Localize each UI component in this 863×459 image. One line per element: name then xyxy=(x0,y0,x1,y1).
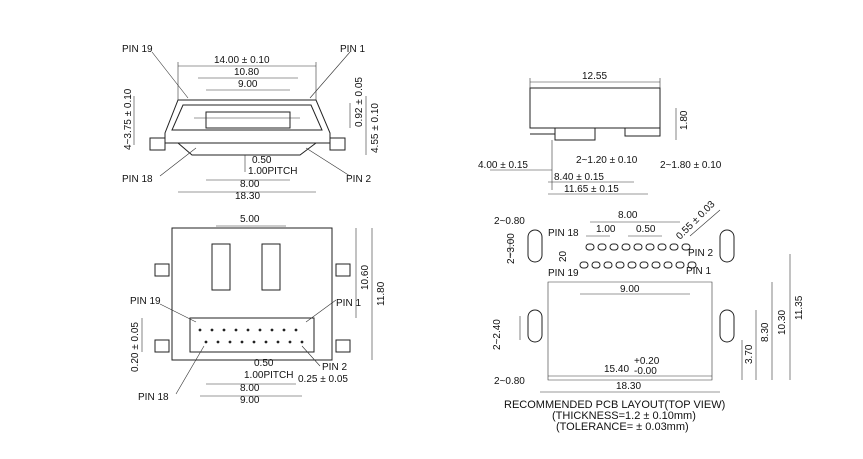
pcb-slot-bottom-left xyxy=(527,309,543,343)
bottom-slot-left xyxy=(211,243,231,291)
dim-800: 8.00 xyxy=(240,179,260,190)
dim-055: 0.55 ± 0.03 xyxy=(674,199,717,242)
bottom-view: 5.00 10.60 11.80 PIN 19 PIN 1 PIN 18 PIN… xyxy=(130,214,387,406)
pin18-label: PIN 18 xyxy=(548,228,579,239)
pcb-slot-bottom-right xyxy=(719,309,735,343)
pcb-caption-thickness: (THICKNESS=1.2 ± 0.10mm) xyxy=(552,410,696,422)
dim-height-left: 4~3.75 ± 0.10 xyxy=(123,88,134,150)
bottom-right-tab xyxy=(335,263,351,277)
dim-width: 14.00 ± 0.10 xyxy=(214,55,270,66)
dim-1830: 18.30 xyxy=(616,381,641,392)
front-right-tab xyxy=(329,137,346,151)
dim-400: 4.00 ± 0.15 xyxy=(478,160,528,171)
pcb-slot-top-left xyxy=(527,229,543,263)
dim-240: 2~2.40 xyxy=(492,319,503,350)
dim-top: 12.55 xyxy=(582,71,607,82)
pin2-label: PIN 2 xyxy=(688,248,713,259)
pcb-caption-title: RECOMMENDED PCB LAYOUT(TOP VIEW) xyxy=(504,399,725,411)
leader-line xyxy=(301,345,321,367)
pin2-label: PIN 2 xyxy=(322,362,347,373)
dim-plus: +0.20 xyxy=(634,356,660,367)
pcb-outline xyxy=(547,281,713,381)
bottom-left-tab2 xyxy=(154,339,170,353)
front-left-tab xyxy=(149,137,166,151)
front-view: PIN 19 PIN 1 PIN 18 PIN 2 14.00 ± 0.10 1… xyxy=(122,44,381,202)
dim-900: 9.00 xyxy=(620,284,640,295)
dim-050: 0.50 xyxy=(636,224,656,235)
dim-300: 2~3.00 xyxy=(506,233,517,264)
dim-120: 2~1.20 ± 0.10 xyxy=(576,155,638,166)
front-inner-shell xyxy=(171,104,323,131)
front-shell xyxy=(164,99,331,144)
bottom-left-tab xyxy=(154,263,170,277)
bottom-pin-area xyxy=(189,317,315,353)
side-body xyxy=(529,87,661,129)
dim-020: 0.20 ± 0.05 xyxy=(130,322,141,372)
pcb-slot-top-right xyxy=(719,229,735,263)
front-tongue xyxy=(205,111,291,129)
bottom-pin-row xyxy=(198,328,304,344)
dim-900: 9.00 xyxy=(240,395,260,406)
dim-830: 8.30 xyxy=(760,322,771,342)
side-tab xyxy=(624,127,661,137)
dim-height-right: 4.55 ± 0.10 xyxy=(370,103,381,153)
dim-180h: 2~1.80 ± 0.10 xyxy=(660,160,722,171)
dim-minus: -0.00 xyxy=(634,366,657,377)
leader-line xyxy=(689,209,721,237)
dim-pitch: 1.00PITCH xyxy=(244,370,293,381)
dim-inner: 10.80 xyxy=(234,67,259,78)
pin1-label: PIN 1 xyxy=(340,44,365,55)
dim-1030: 10.30 xyxy=(777,310,788,335)
dim-1540: 15.40 xyxy=(604,364,629,375)
leader-line xyxy=(305,147,351,177)
leader-line xyxy=(309,51,351,99)
dim-height-h1: 0.92 ± 0.05 xyxy=(354,77,365,127)
dim-1180: 11.80 xyxy=(376,281,387,306)
dim-840: 8.40 ± 0.15 xyxy=(554,172,604,183)
dim-020: 20 xyxy=(558,250,569,262)
dim-slot: 9.00 xyxy=(238,79,258,90)
dim-1060: 10.60 xyxy=(360,265,371,290)
leader-line xyxy=(159,147,197,177)
pin1-label: PIN 1 xyxy=(686,266,711,277)
pin18-label: PIN 18 xyxy=(122,174,153,185)
dim-1135: 11.35 xyxy=(794,295,805,320)
dim-080a: 2~0.80 xyxy=(494,216,525,227)
pin19-label: PIN 19 xyxy=(122,44,153,55)
pin19-label: PIN 19 xyxy=(130,296,161,307)
pcb-layout-view: 2~0.80 2~3.00 PIN 18 8.00 1.00 0.50 0.55… xyxy=(492,199,805,433)
dim-180v: 1.80 xyxy=(679,110,690,130)
pin2-label: PIN 2 xyxy=(346,174,371,185)
pcb-caption-tolerance: (TOLERANCE= ± 0.03mm) xyxy=(556,421,689,433)
leader-line xyxy=(175,345,205,395)
dim-800: 8.00 xyxy=(240,383,260,394)
dim-total: 18.30 xyxy=(235,191,260,202)
pin1-label: PIN 1 xyxy=(336,298,361,309)
dim-1165: 11.65 ± 0.15 xyxy=(564,184,619,195)
dim-pin: 0.50 xyxy=(252,155,272,166)
dim-500: 5.00 xyxy=(240,214,260,225)
pin19-label: PIN 19 xyxy=(548,268,579,279)
side-view: 12.55 1.80 4.00 ± 0.15 2~1.20 ± 0.10 2~1… xyxy=(478,71,722,195)
side-pin-block xyxy=(554,127,596,141)
leader-line xyxy=(305,299,337,323)
pcb-pad-row-bottom xyxy=(579,261,697,269)
dim-800: 8.00 xyxy=(618,210,638,221)
dim-pitch: 1.00PITCH xyxy=(248,166,297,177)
dim-050: 0.50 xyxy=(254,358,274,369)
dim-025: 0.25 ± 0.05 xyxy=(298,374,348,385)
pcb-pad-row-top xyxy=(585,243,691,251)
bottom-right-tab2 xyxy=(335,339,351,353)
dim-100: 1.00 xyxy=(596,224,616,235)
leader-line xyxy=(159,303,197,323)
bottom-slot-right xyxy=(261,243,281,291)
dim-370: 3.70 xyxy=(744,344,755,364)
front-bottom xyxy=(177,142,317,156)
leader-line xyxy=(151,51,189,99)
pin18-label: PIN 18 xyxy=(138,392,169,403)
bottom-body xyxy=(171,227,333,361)
dim-080b: 2~0.80 xyxy=(494,376,525,387)
